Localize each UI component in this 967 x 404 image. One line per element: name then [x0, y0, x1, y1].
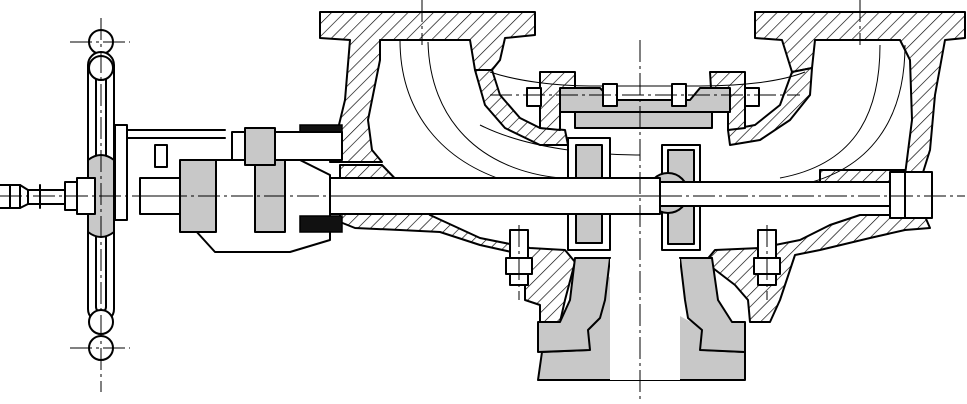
inner-web-right [727, 67, 813, 146]
seat-bridge [559, 87, 731, 113]
lower-body-right [704, 204, 931, 323]
right-outlet-flange [754, 11, 966, 183]
inner-web-left [474, 69, 569, 146]
yoke-arm [114, 129, 226, 168]
packing-gland [179, 124, 343, 253]
flow-passage-lines [399, 39, 906, 186]
stem-end-block [889, 171, 933, 219]
seat-assembly [526, 83, 760, 381]
left-inlet-flange [319, 11, 536, 163]
